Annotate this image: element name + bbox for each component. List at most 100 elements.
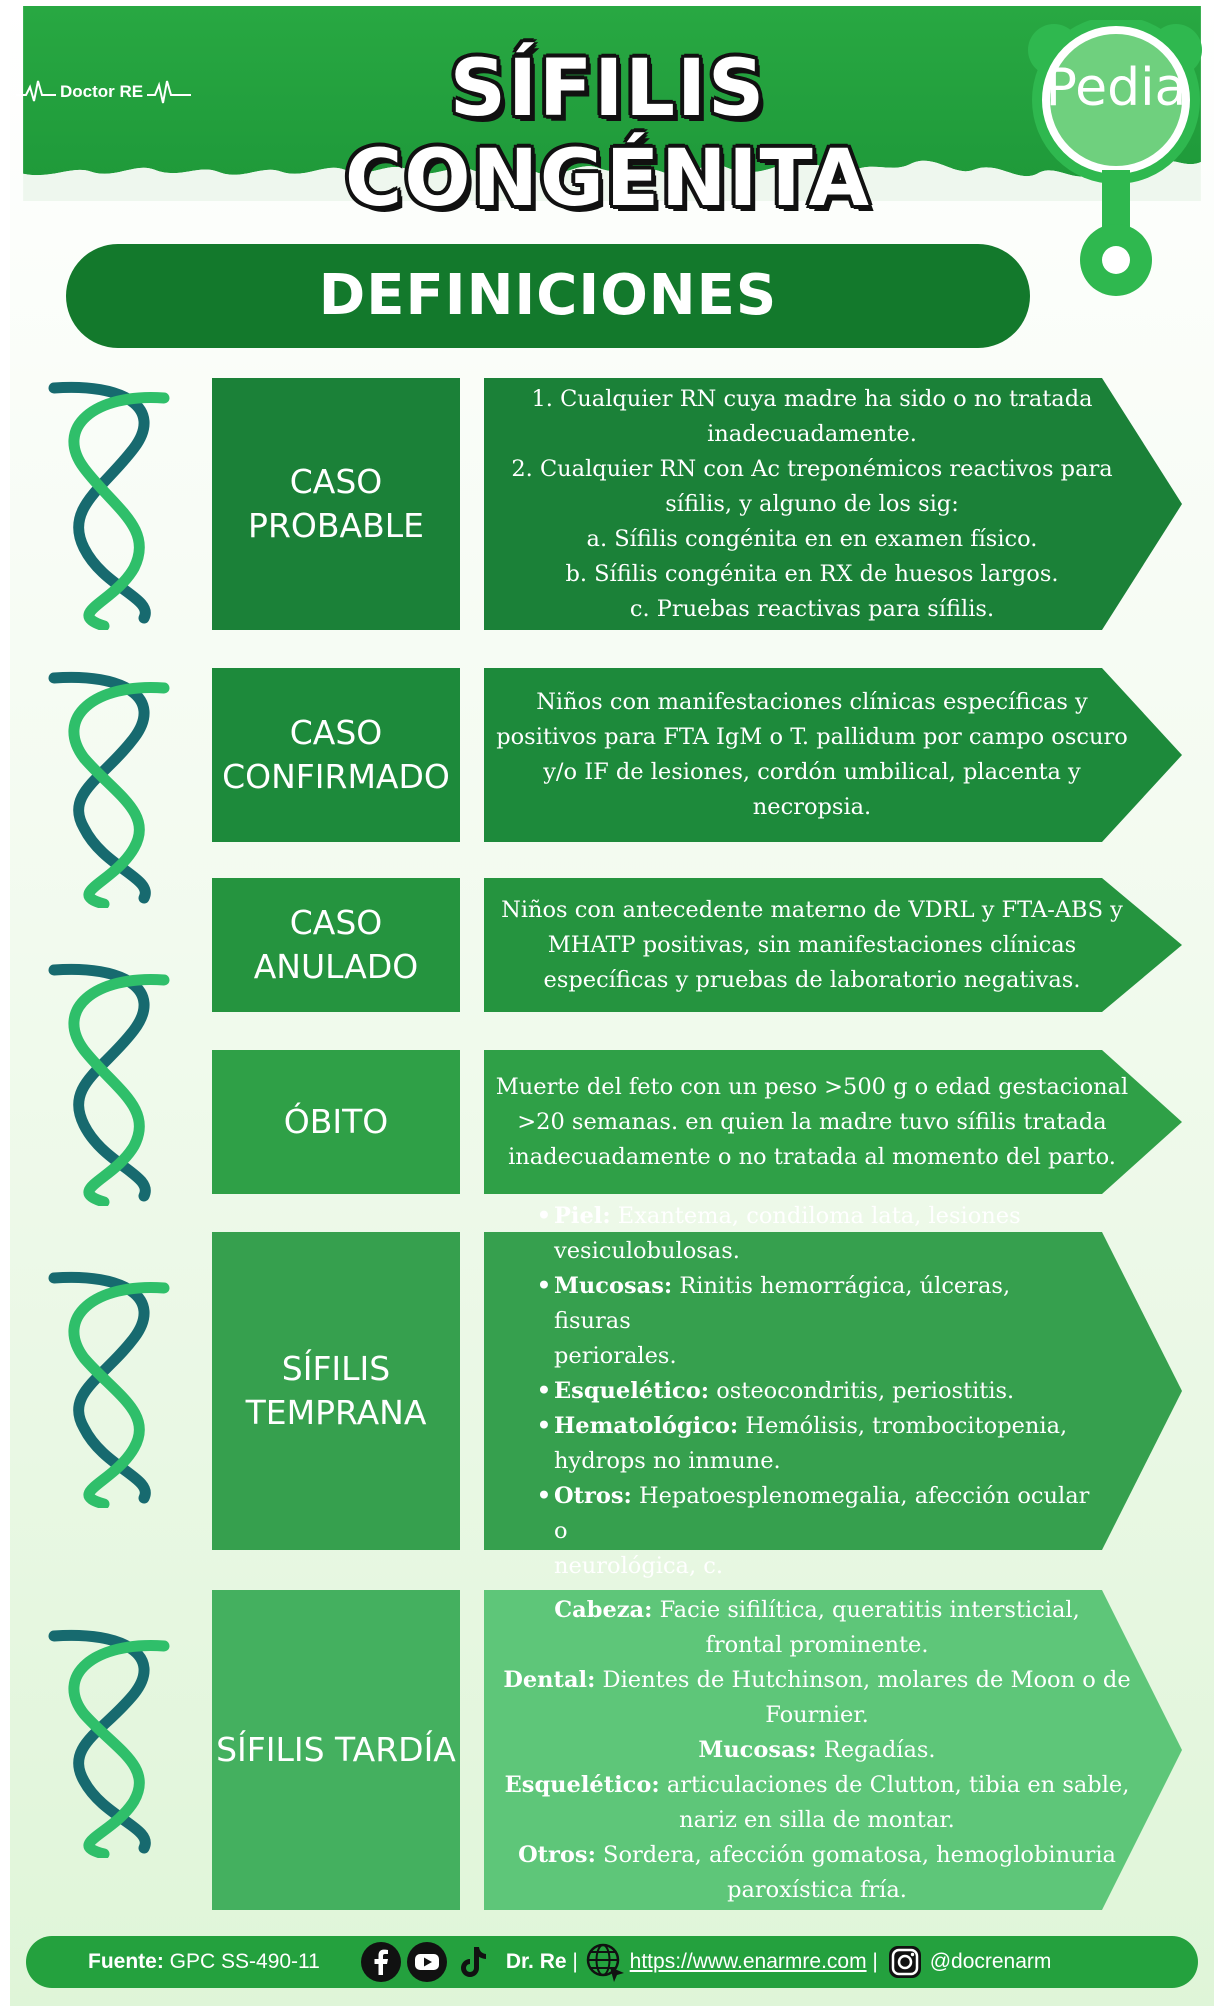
label-line: PROBABLE (248, 506, 424, 545)
label-sifilis-temprana: SÍFILIS TEMPRANA (212, 1232, 460, 1550)
label-line: CASO (289, 713, 383, 752)
label-line: SÍFILIS TARDÍA (216, 1730, 456, 1769)
list-item-key: Mucosas: (698, 1736, 817, 1763)
instagram-handle[interactable]: @docrenarm (929, 1950, 1052, 1973)
definition-caso-anulado: Niños con antecedente materno de VDRL y … (484, 878, 1182, 1012)
label-caso-confirmado: CASO CONFIRMADO (212, 668, 460, 842)
list-item-key: Otros: (554, 1482, 632, 1509)
label-line: SÍFILIS (281, 1349, 391, 1388)
arrow-shape (484, 668, 1182, 842)
separator: | (566, 1950, 584, 1973)
definition-text: Niños con manifestaciones clínicas espec… (492, 668, 1132, 842)
definition-text: Cabeza: Facie sifilítica, queratitis int… (492, 1590, 1142, 1910)
text-line: 1. Cualquier RN cuya madre ha sido o no … (531, 385, 1093, 412)
label-line: ANULADO (253, 947, 419, 986)
footer (26, 1936, 1198, 1988)
list-item-key: Mucosas: (554, 1272, 673, 1299)
header: Doctor RE SÍFILIS CONGÉNITA Pedia (8, 6, 1216, 296)
label-sifilis-tardia: SÍFILIS TARDÍA (212, 1590, 460, 1910)
list-item-text: Dientes de Hutchinson, molares de Moon o… (595, 1666, 1131, 1693)
text-line: necropsia. (752, 794, 872, 820)
list-item: Cabeza: Facie sifilítica, queratitis int… (492, 1593, 1142, 1663)
arrow-shape (484, 1232, 1182, 1550)
label-line: CONFIRMADO (222, 757, 450, 796)
list-item-text: osteocondritis, periostitis. (709, 1377, 1015, 1404)
page-title: SÍFILIS CONGÉNITA (345, 44, 871, 224)
footer-content: Fuente: GPC SS-490-11 Dr. Re | https://w… (26, 1936, 1198, 1988)
section-title: DEFINICIONES (318, 263, 778, 328)
text-line: b. Sífilis congénita en RX de huesos lar… (565, 560, 1059, 587)
list-item-text: hydrops no inmune. (554, 1447, 781, 1474)
definition-text: Muerte del feto con un peso >500 g o eda… (492, 1050, 1132, 1194)
text-line: Niños con antecedente materno de VDRL y … (501, 896, 1123, 923)
list-item-text: Sordera, afección gomatosa, hemoglobinur… (595, 1841, 1116, 1868)
list-item-text: Regadías. (816, 1736, 936, 1763)
list-item: •Otros: Hepatoesplenomegalia, afección o… (536, 1482, 1090, 1579)
arrow-shape (484, 378, 1182, 630)
section-banner (66, 244, 1030, 348)
label-line: TEMPRANA (245, 1393, 427, 1432)
list-item-key: Esquelético: (554, 1377, 710, 1404)
text-line: Niños con manifestaciones clínicas espec… (536, 689, 1088, 715)
tiktok-icon[interactable] (452, 1941, 494, 1983)
list-item-text: Rinitis hemorrágica, úlceras, fisuras (554, 1272, 1011, 1334)
list-item: Esquelético: articulaciones de Clutton, … (492, 1768, 1142, 1838)
label-caso-anulado: CASO ANULADO (212, 878, 460, 1012)
text-line: y/o IF de lesiones, cordón umbilical, pl… (543, 759, 1081, 785)
arrow-shape (484, 878, 1182, 1012)
text-line: c. Pruebas reactivas para sífilis. (629, 595, 995, 622)
list-item-text: vesiculobulosas. (554, 1237, 740, 1264)
list-item-text: nariz en silla de montar. (679, 1806, 955, 1833)
text-line: específicas y pruebas de laboratorio neg… (543, 966, 1081, 993)
list-item-key: Dental: (503, 1666, 596, 1693)
pedia-badge: Pedia (1045, 58, 1187, 118)
list-item: Otros: Sordera, afección gomatosa, hemog… (492, 1838, 1142, 1908)
definition-caso-confirmado: Niños con manifestaciones clínicas espec… (484, 668, 1182, 842)
text-line: positivos para FTA IgM o T. pallidum por… (496, 724, 1128, 750)
definition-text: •Piel: Exantema, condiloma lata, lesione… (534, 1203, 1094, 1579)
list-item-text: frontal prominente. (705, 1631, 929, 1658)
source-key: Fuente: (88, 1950, 164, 1973)
definition-caso-probable: 1. Cualquier RN cuya madre ha sido o no … (484, 378, 1182, 630)
list-item-text: periorales. (554, 1342, 677, 1369)
list-item-text: neurológica, c. (554, 1552, 724, 1579)
text-line: inadecuadamente o no tratada al momento … (508, 1143, 1116, 1170)
instagram-icon[interactable] (884, 1941, 926, 1983)
label-line: CASO (289, 903, 383, 942)
arrow-shape (484, 1050, 1182, 1194)
text-line: 2. Cualquier RN con Ac treponémicos reac… (511, 455, 1113, 482)
list-item-key: Esquelético: (504, 1771, 660, 1798)
globe-icon (584, 1941, 626, 1983)
definition-text: Niños con antecedente materno de VDRL y … (492, 878, 1132, 1012)
list-item-text: Exantema, condiloma lata, lesiones (610, 1202, 1021, 1229)
list-item: •Esquelético: osteocondritis, periostiti… (536, 1377, 1015, 1404)
ekg-icon (147, 80, 192, 104)
arrow-shape (484, 1590, 1182, 1910)
text-line: MHATP positivas, sin manifestaciones clí… (547, 931, 1077, 958)
definition-obito: Muerte del feto con un peso >500 g o eda… (484, 1050, 1182, 1194)
dna-helix-icon (48, 963, 170, 1206)
label-line: ÓBITO (283, 1102, 389, 1141)
logo-text: Doctor RE (60, 82, 144, 101)
header-background (23, 6, 1201, 201)
list-item-text: Hepatoesplenomegalia, afección ocular o (554, 1482, 1090, 1544)
doctor-re-logo: Doctor RE (16, 72, 192, 112)
rattle-icon (1028, 20, 1202, 296)
dna-helix-icon (48, 671, 170, 908)
list-item: Mucosas: Regadías. (492, 1733, 1142, 1768)
list-item-key: Hematológico: (554, 1412, 739, 1439)
youtube-icon[interactable] (406, 1941, 448, 1983)
dna-helix-icon (48, 381, 170, 630)
list-item: •Piel: Exantema, condiloma lata, lesione… (536, 1202, 1021, 1264)
brand-name: Dr. Re (505, 1950, 567, 1973)
definition-sifilis-temprana: •Piel: Exantema, condiloma lata, lesione… (484, 1203, 1182, 1579)
definition-sifilis-tardia: Cabeza: Facie sifilítica, queratitis int… (484, 1590, 1182, 1910)
label-obito: ÓBITO (212, 1050, 460, 1194)
text-line: >20 semanas. en quien la madre tuvo sífi… (517, 1108, 1107, 1135)
facebook-icon[interactable] (360, 1941, 402, 1983)
website-link[interactable]: https://www.enarmre.com (629, 1950, 867, 1973)
list-item-text: Facie sifilítica, queratitis intersticia… (652, 1596, 1080, 1623)
list-item-key: Cabeza: (554, 1596, 653, 1623)
